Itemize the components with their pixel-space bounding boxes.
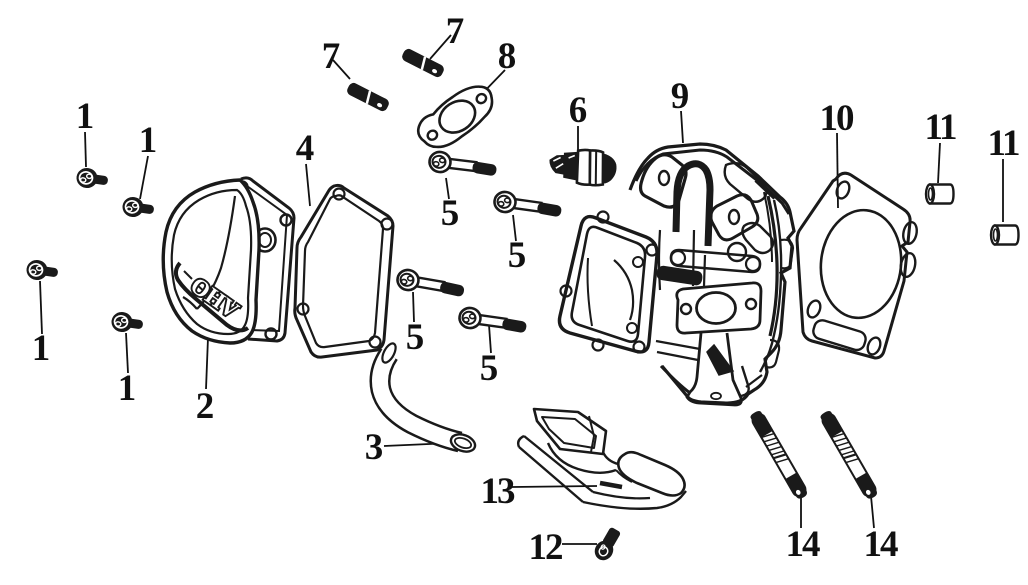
svg-text:14: 14	[864, 524, 899, 565]
svg-text:1: 1	[32, 328, 51, 369]
svg-text:4: 4	[296, 128, 315, 169]
svg-text:5: 5	[441, 193, 460, 234]
svg-text:13: 13	[481, 471, 516, 512]
svg-text:14: 14	[786, 524, 821, 565]
svg-text:9: 9	[671, 76, 690, 117]
svg-text:10: 10	[820, 98, 855, 139]
svg-text:11: 11	[925, 107, 956, 148]
svg-text:11: 11	[988, 123, 1019, 164]
svg-text:2: 2	[196, 386, 215, 427]
svg-text:1: 1	[139, 120, 158, 161]
svg-text:6: 6	[569, 90, 588, 131]
svg-text:1: 1	[118, 368, 137, 409]
svg-text:12: 12	[529, 527, 563, 568]
svg-text:3: 3	[365, 427, 384, 468]
svg-text:5: 5	[508, 235, 527, 276]
svg-text:7: 7	[446, 11, 465, 52]
svg-text:5: 5	[406, 317, 425, 358]
svg-text:5: 5	[480, 348, 499, 389]
svg-text:1: 1	[76, 96, 95, 137]
svg-text:7: 7	[322, 36, 341, 77]
svg-text:8: 8	[498, 36, 517, 77]
